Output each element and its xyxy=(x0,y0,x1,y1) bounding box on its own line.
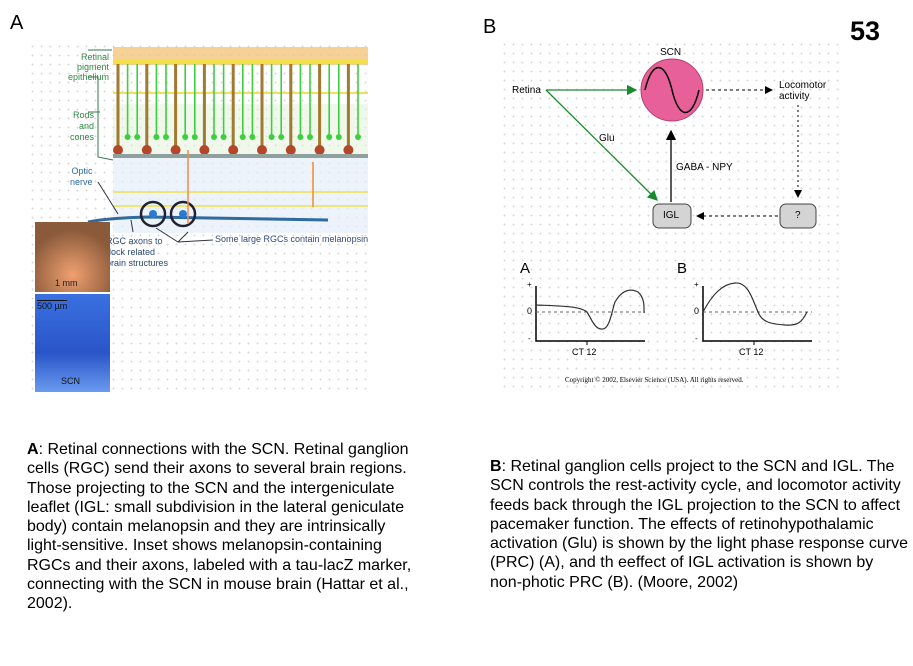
photoreceptor-terminal xyxy=(170,145,181,155)
label-rods-1: Rods xyxy=(73,110,95,120)
photoreceptor-terminal xyxy=(268,134,275,140)
inset-scn-photo: 500 µm SCN xyxy=(35,294,110,392)
label-igl: IGL xyxy=(663,210,680,221)
label-locomotor-2: activity xyxy=(779,91,810,102)
label-scn: SCN xyxy=(660,47,682,58)
caption-b-text: : Retinal ganglion cells project to the … xyxy=(490,458,908,591)
retina-illustration xyxy=(87,47,368,243)
prc-a-letter: A xyxy=(520,260,531,277)
label-locomotor: Locomotor activity xyxy=(779,80,826,102)
photoreceptor-terminal xyxy=(257,145,267,155)
photoreceptor-terminal xyxy=(220,134,227,140)
label-rods: Rods and cones xyxy=(70,110,94,143)
label-unknown: ? xyxy=(795,210,801,221)
photoreceptor-terminal xyxy=(182,134,189,140)
label-rpe-1: Retinal xyxy=(81,52,110,62)
label-500um: 500 µm xyxy=(37,300,68,311)
inset-brain-photo: 1 mm xyxy=(35,222,110,292)
prc-a-xlabel: CT 12 xyxy=(572,347,597,357)
igl-box xyxy=(652,203,692,229)
photoreceptor-terminal xyxy=(113,145,123,155)
photoreceptor-terminal xyxy=(191,134,198,140)
panel-b-letter: B xyxy=(483,16,497,38)
photoreceptor-terminal xyxy=(314,145,325,155)
photoreceptor-terminal xyxy=(278,134,285,140)
label-locomotor-1: Locomotor xyxy=(779,80,827,91)
label-optic-2: nerve xyxy=(70,177,93,187)
photoreceptor-terminal xyxy=(228,145,239,155)
prc-b-letter: B xyxy=(677,260,688,277)
photoreceptor-terminal xyxy=(153,134,160,140)
prc-b-plus: + xyxy=(694,280,699,289)
unknown-box xyxy=(779,203,817,229)
copyright: Copyright © 2002, Elsevier Science (USA)… xyxy=(565,376,744,384)
label-retina: Retina xyxy=(512,85,541,96)
label-scn-inset: SCN xyxy=(61,376,81,386)
label-glu: Glu xyxy=(599,133,615,144)
photoreceptor-terminal xyxy=(285,145,296,155)
caption-b-letter: B xyxy=(490,458,502,475)
photoreceptor-terminal xyxy=(141,145,152,155)
label-rods-3: cones xyxy=(70,132,95,142)
label-rpe: Retinal pigment epithelium xyxy=(68,52,109,82)
photoreceptor-terminal xyxy=(239,134,246,140)
prc-a-minus: - xyxy=(528,334,531,343)
label-rgc-axons: RGC axons to dock related brain structur… xyxy=(106,236,168,269)
photoreceptor-terminal xyxy=(355,134,361,140)
prc-b-chart xyxy=(702,282,812,345)
retina-igl-arrow xyxy=(545,89,658,201)
panel-a-letter: A xyxy=(10,12,24,34)
photoreceptor-terminal xyxy=(335,134,342,140)
slide-number: 53 xyxy=(850,16,881,46)
prc-a-chart xyxy=(535,286,645,345)
photoreceptor-terminal xyxy=(343,145,354,155)
caption-a: A: Retinal connections with the SCN. Ret… xyxy=(27,440,412,614)
prc-a-curve xyxy=(535,289,645,330)
photoreceptor-terminal xyxy=(199,145,210,155)
label-1mm: 1 mm xyxy=(55,278,78,288)
label-optic-1: Optic xyxy=(71,166,93,176)
caption-b: B: Retinal ganglion cells project to the… xyxy=(490,457,908,592)
prc-a-plus: + xyxy=(527,280,532,289)
retina-figure: Retinal pigment epithelium Rods and cone… xyxy=(28,42,368,392)
caption-a-text: : Retinal connections with the SCN. Reti… xyxy=(27,441,412,613)
label-rgc-1: RGC axons to xyxy=(106,236,163,246)
prc-a-zero: 0 xyxy=(527,306,533,316)
photoreceptor-terminal xyxy=(134,134,141,140)
label-rods-2: and xyxy=(79,121,95,131)
caption-a-letter: A xyxy=(27,441,39,458)
label-rgc-2: dock related xyxy=(106,247,156,257)
label-rpe-2: pigment xyxy=(77,62,110,72)
photoreceptor-terminal xyxy=(307,134,313,140)
label-optic-nerve: Optic nerve xyxy=(70,166,93,188)
scn-diagram-graphics xyxy=(535,58,817,345)
photoreceptor-terminal xyxy=(124,134,131,140)
sine-wave-icon xyxy=(644,67,700,113)
prc-b-zero: 0 xyxy=(694,306,700,316)
photoreceptor-terminal xyxy=(249,134,256,140)
prc-b-curve xyxy=(702,282,808,326)
prc-b-minus: - xyxy=(695,334,698,343)
photoreceptor-terminal xyxy=(297,134,304,140)
label-rgc-3: brain structures xyxy=(106,258,169,268)
scn-diagram-figure: SCN Retina Locomotor activity Glu GABA -… xyxy=(500,40,840,392)
prc-b-xlabel: CT 12 xyxy=(739,347,764,357)
photoreceptor-terminal xyxy=(326,134,333,140)
photoreceptor-terminal xyxy=(163,134,169,140)
label-rpe-3: epithelium xyxy=(68,72,110,82)
label-gaba-npy: GABA - NPY xyxy=(676,162,733,173)
label-melanopsin: Some large RGCs contain melanopsin xyxy=(215,234,369,244)
photoreceptor-terminal xyxy=(211,134,217,140)
